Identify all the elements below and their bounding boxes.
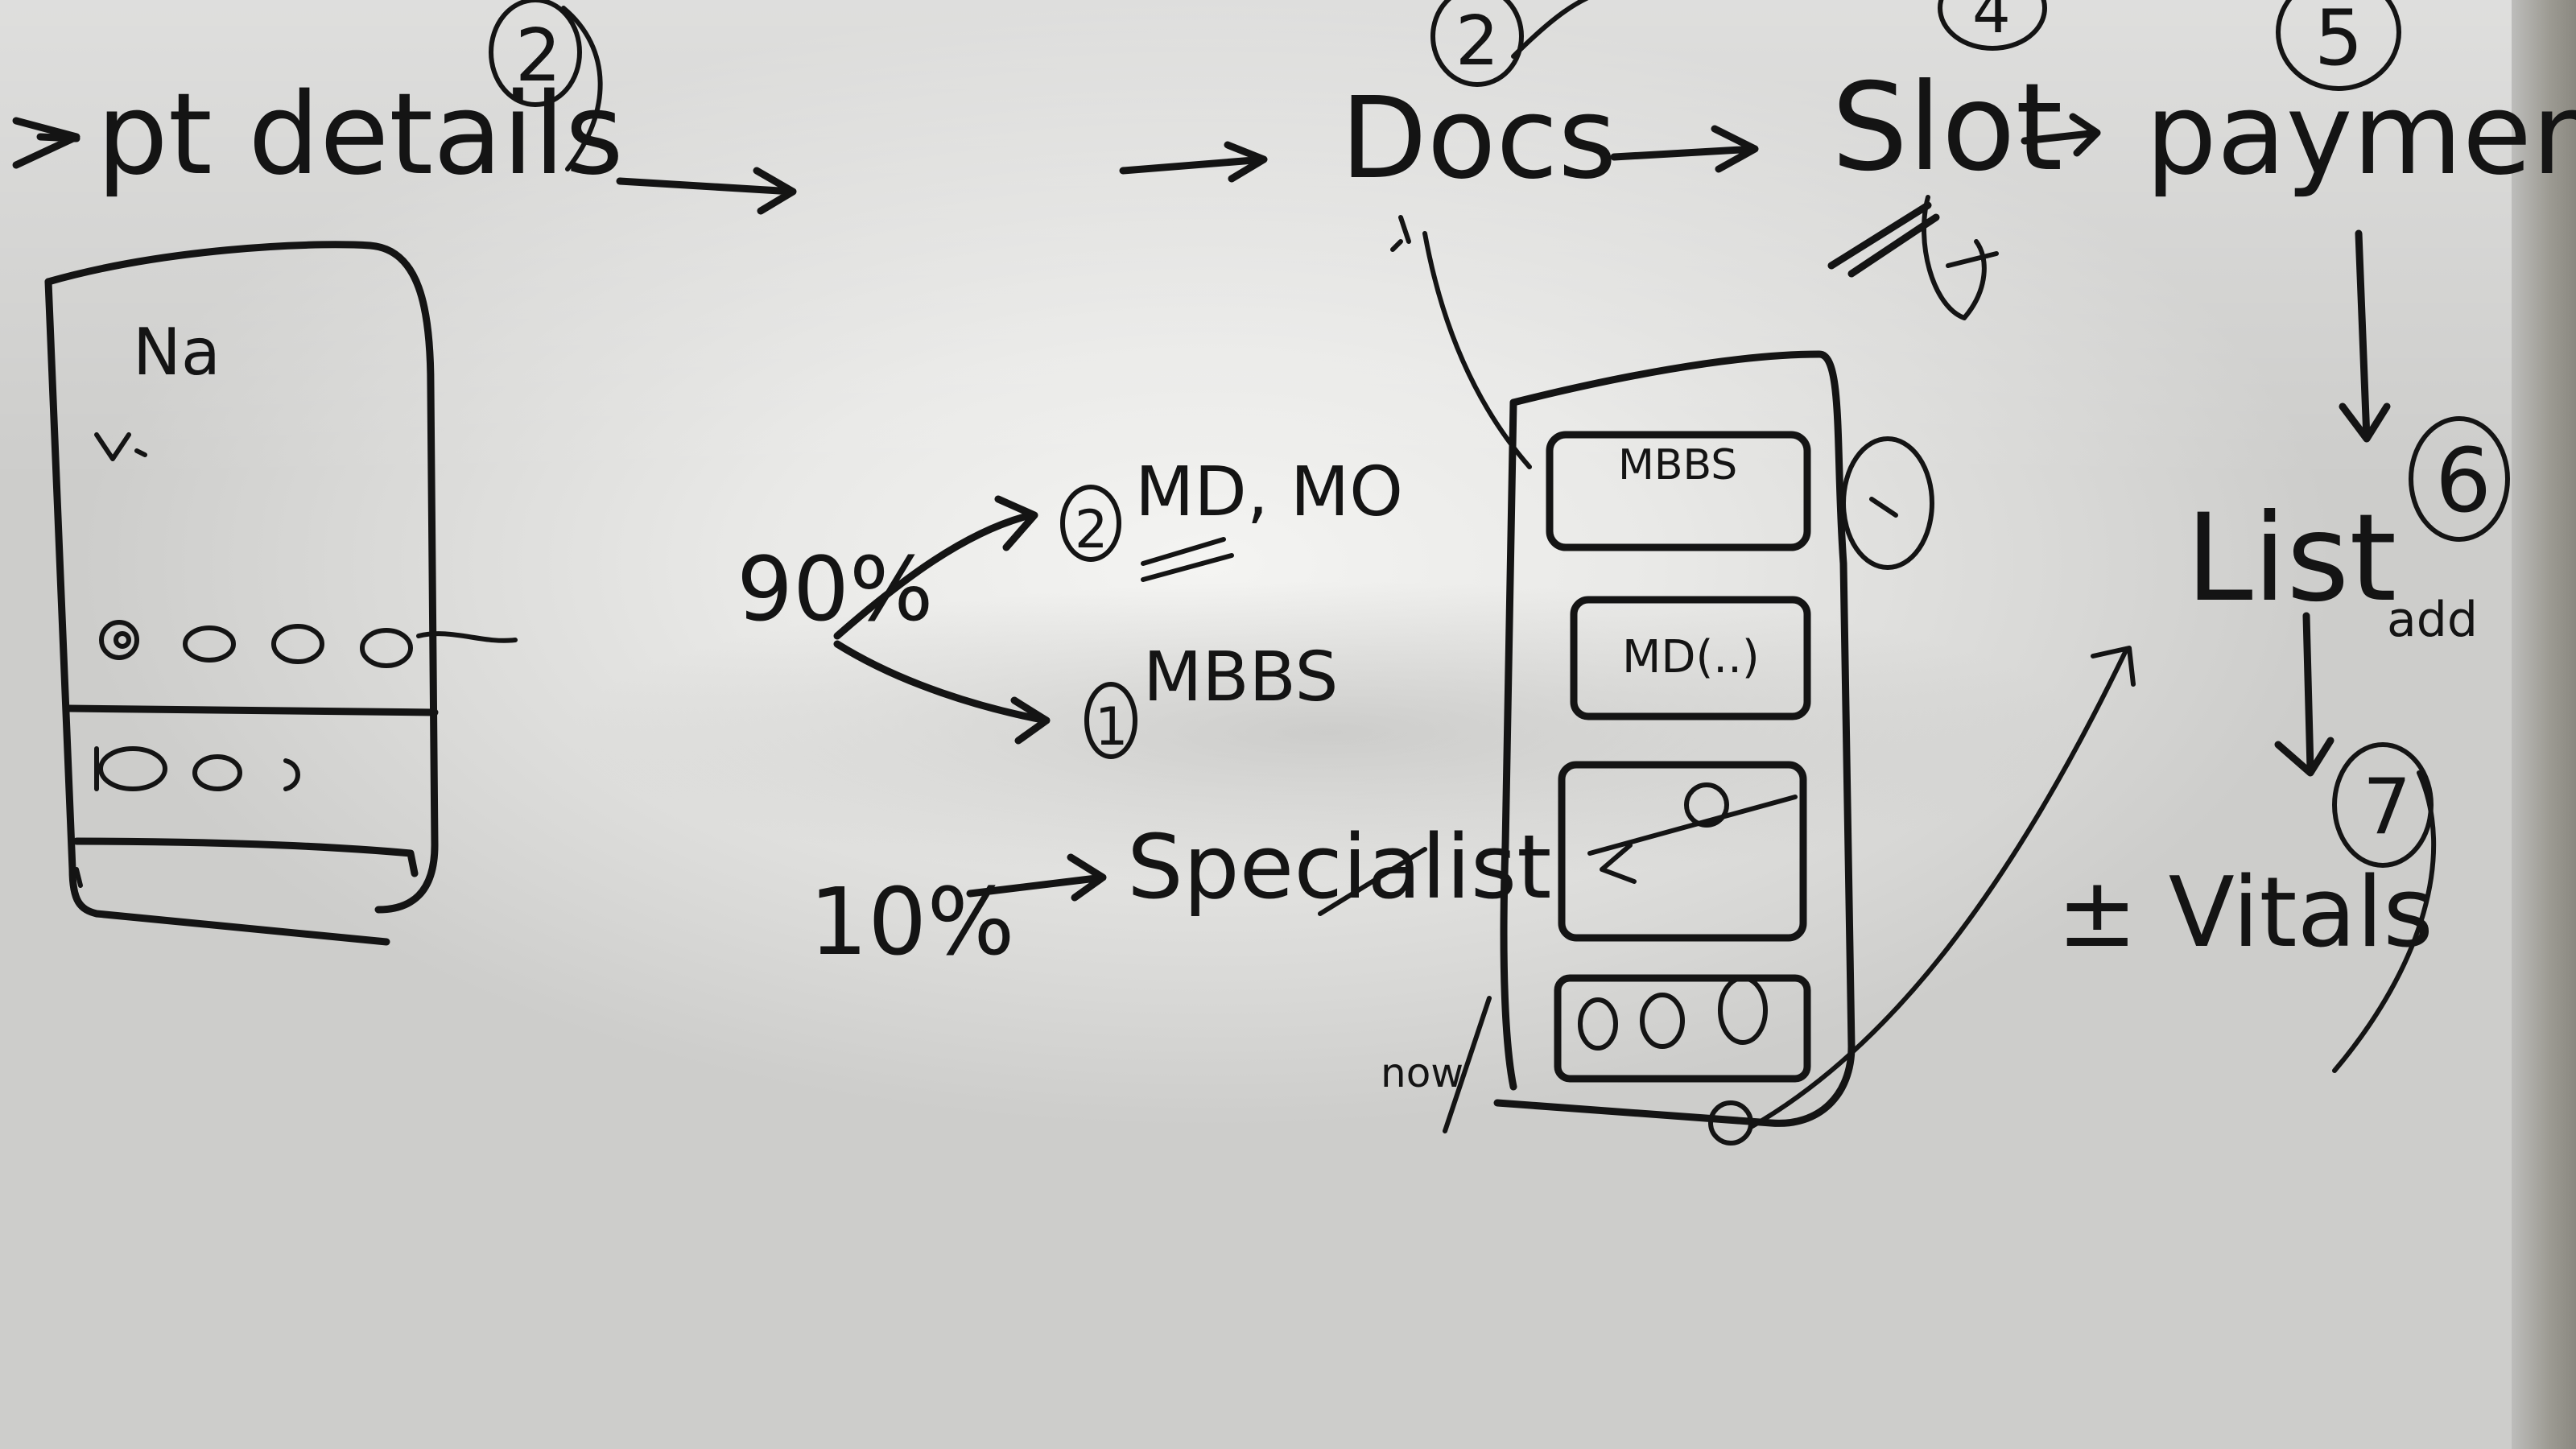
label-payment: payment [2145,69,2576,200]
side-note: now [1381,1050,1463,1096]
pointer-docs-to-list [1422,231,1532,469]
number-2c: 2 [1075,500,1108,560]
number-7: 7 [2363,763,2411,852]
number-5: 5 [2314,0,2363,83]
doctor-card-3-arrow [1587,795,1798,884]
sketch-home-button [1708,1100,1753,1146]
slash-marks-slot [1827,201,1940,278]
label-add: add [2387,592,2478,648]
doctor-card-2 [1570,596,1811,720]
doctor-card-1 [1546,431,1811,551]
doctor-card-1-badge [1841,436,1934,570]
tick-near-docs [1390,215,1411,252]
underline-specialist [1318,847,1427,916]
arrow-10-to-specialist [966,853,1107,902]
doctor-card-3 [1558,761,1807,942]
circled-number-2a [489,0,582,107]
sketch-divider-2 [72,837,419,877]
arrow-payment-to-list [2339,229,2391,443]
arrow-list-to-vitals-curve [1748,646,2136,1129]
circled-number-6 [2409,416,2510,542]
arrow-list-to-vitals [2274,612,2334,777]
sketch-option-circles [99,620,518,668]
sketch-patient-card-outline [44,241,439,914]
side-note-stroke [1443,996,1492,1133]
label-pt-details: pt details [97,69,624,200]
sketch-bottom-nav [1554,974,1811,1083]
glare-reflection [564,580,2093,886]
arrow-90-to-md [833,495,1038,640]
arrow-pt-details-to-docs-2 [1119,141,1268,183]
badge-mark [1869,497,1898,518]
number-6: 6 [2435,429,2491,532]
sketch-option-circles-2 [94,746,300,791]
doctor-card-2-label: MD(..) [1622,631,1760,683]
arrow-into-pt-details [12,117,80,169]
arrow-pt-details-to-docs-1 [616,167,797,215]
label-md-mo: MD, MO [1135,452,1403,532]
sketch-nav-icons [1578,976,1768,1051]
stroke-2b [1511,0,1589,59]
sketch-scribble [94,432,147,461]
label-90-percent: 90% [737,538,934,641]
circled-number-2c [1060,485,1121,562]
number-2a: 2 [515,14,561,98]
circled-number-2b [1430,0,1524,87]
arrow-docs-to-slot [1610,125,1759,173]
number-4: 4 [1972,0,2011,47]
sketch-tick [74,867,83,888]
doctor-card-1-label: MBBS [1618,441,1737,489]
sketch-label-na: Na [133,315,221,390]
underline-md [1141,537,1234,582]
sketch-doctor-list-left-edge [1500,398,1517,1091]
arrow-90-to-mbbs [833,640,1051,745]
label-slot: Slot [1831,58,2062,198]
sketch-divider-1 [64,704,439,716]
sketch-doctor-list-phone [1493,350,1856,1127]
doctor-card-3-avatar [1684,782,1729,828]
curve-from-7 [2332,770,2437,1073]
number-1: 1 [1095,697,1128,758]
label-10-percent: 10% [809,869,1015,976]
arrow-slot-to-payment [2021,113,2101,157]
circled-number-1 [1084,682,1137,759]
squiggle-slot [1922,195,1999,320]
label-vitals: ± Vitals [2057,857,2434,969]
number-2b: 2 [1455,2,1499,81]
label-mbbs: MBBS [1143,638,1338,717]
label-docs: Docs [1340,73,1616,204]
circled-number-5 [2276,0,2401,91]
circled-number-4 [1938,0,2047,51]
label-list: List [2186,489,2396,629]
whiteboard-frame [2512,0,2576,1449]
bracket-stroke [561,6,603,171]
sketch-patient-card-left-edge [44,278,390,946]
